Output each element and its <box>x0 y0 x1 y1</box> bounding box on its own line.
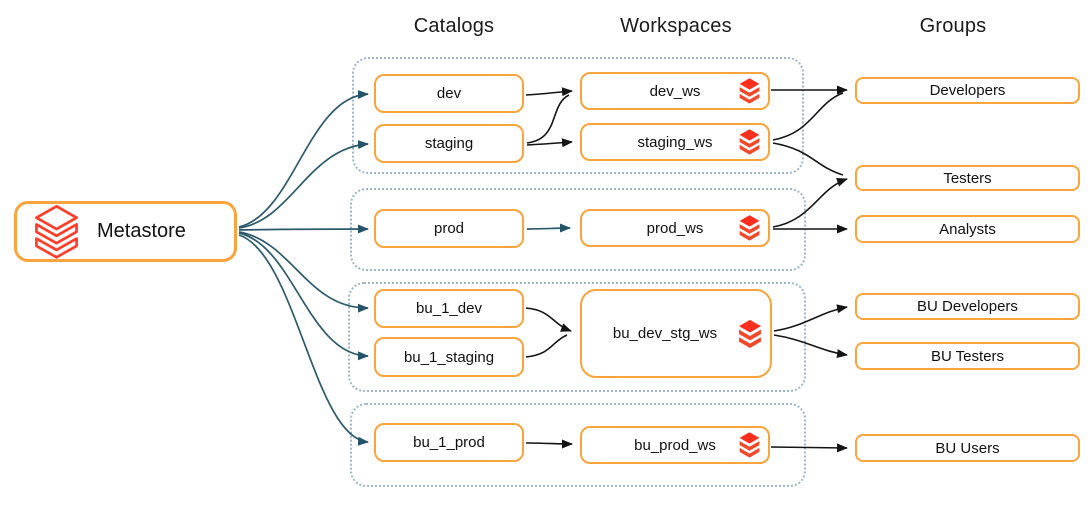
workspace-node-bu-dev-stg-ws: bu_dev_stg_ws <box>580 289 772 378</box>
catalog-label: bu_1_staging <box>403 348 495 366</box>
workspace-node-dev-ws: dev_ws <box>580 72 770 110</box>
group-label: BU Testers <box>930 347 1005 365</box>
catalog-label: staging <box>424 135 474 152</box>
catalog-node-bu-1-dev: bu_1_dev <box>374 289 524 328</box>
column-header-catalogs: Catalogs <box>413 14 495 37</box>
databricks-icon <box>738 432 761 459</box>
databricks-icon <box>738 215 761 242</box>
group-node-bu-users: BU Users <box>855 434 1080 462</box>
catalog-node-dev: dev <box>374 74 524 113</box>
group-label: Analysts <box>939 220 996 238</box>
workspace-label: bu_dev_stg_ws <box>612 325 718 342</box>
group-node-bu-developers: BU Developers <box>855 293 1080 320</box>
group-label: Developers <box>929 82 1006 99</box>
group-node-analysts: Analysts <box>855 215 1080 243</box>
catalog-label: bu_1_prod <box>413 434 485 451</box>
group-node-developers: Developers <box>855 77 1080 104</box>
group-node-bu-testers: BU Testers <box>855 342 1080 370</box>
catalog-node-bu-1-prod: bu_1_prod <box>374 423 524 462</box>
catalog-node-prod: prod <box>374 209 524 248</box>
group-node-testers: Testers <box>855 165 1080 191</box>
cluster-bu-prod <box>350 403 806 487</box>
catalog-label: prod <box>433 220 465 237</box>
databricks-icon <box>737 319 763 349</box>
catalog-label: dev <box>436 85 462 102</box>
workspace-label: bu_prod_ws <box>634 436 716 454</box>
workspace-node-prod-ws: prod_ws <box>580 209 770 247</box>
catalog-node-staging: staging <box>374 124 524 163</box>
edge-metastore-to-staging <box>238 140 369 229</box>
edge-metastore-to-prod <box>238 224 369 234</box>
databricks-icon <box>738 129 761 156</box>
databricks-icon <box>738 78 761 105</box>
workspace-node-staging-ws: staging_ws <box>580 123 770 161</box>
group-label: BU Developers <box>917 298 1018 315</box>
workspace-label: prod_ws <box>646 219 704 237</box>
metastore-node: Metastore <box>14 201 237 262</box>
group-label: BU Users <box>935 439 1000 457</box>
metastore-label: Metastore <box>97 220 186 242</box>
workspace-label: dev_ws <box>649 82 701 100</box>
column-header-groups: Groups <box>919 14 987 37</box>
catalog-node-bu-1-staging: bu_1_staging <box>374 337 524 377</box>
workspace-node-bu-prod-ws: bu_prod_ws <box>580 426 770 464</box>
workspace-label: staging_ws <box>637 133 713 151</box>
databricks-logo-outline-icon <box>33 204 80 260</box>
group-label: Testers <box>943 169 992 187</box>
edge-metastore-to-dev <box>238 90 369 228</box>
catalog-label: bu_1_dev <box>416 300 482 317</box>
column-header-workspaces: Workspaces <box>620 14 732 37</box>
